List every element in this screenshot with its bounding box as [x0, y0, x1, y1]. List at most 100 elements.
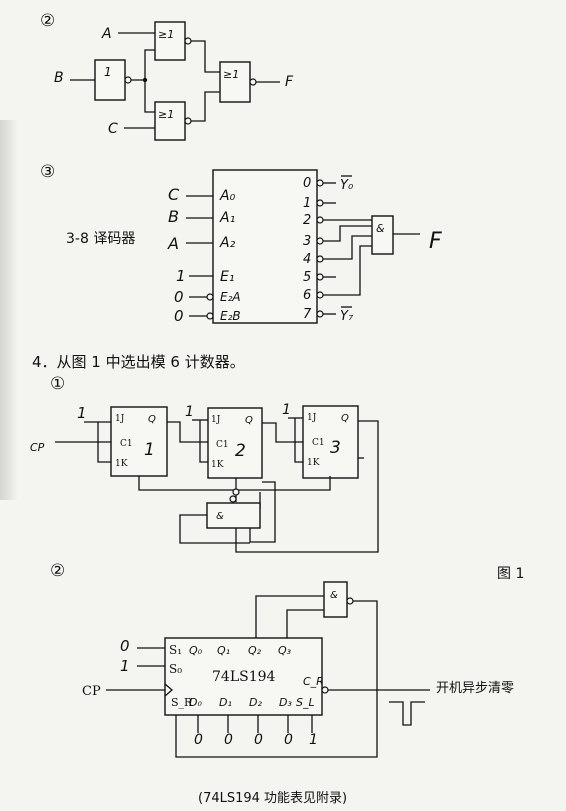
ff3-q: Q — [341, 413, 349, 424]
ff1-c: C1 — [120, 439, 133, 449]
pin-cr-label: C_R — [303, 675, 324, 688]
register-and-symbol: & — [330, 590, 338, 601]
pin-d3-label: D₃ — [279, 696, 292, 709]
decoder-output-wires — [323, 182, 420, 315]
pin-e1-label: E₁ — [220, 269, 234, 285]
ff3-one: 1 — [282, 402, 291, 418]
and-output-bubble — [346, 597, 354, 605]
out0-label: 0 — [303, 176, 311, 191]
chip-74ls194 — [164, 637, 323, 716]
and-input-bubble — [232, 488, 240, 496]
counter-and-symbol: & — [216, 511, 224, 522]
top-or-symbol: ≥1 — [158, 28, 174, 41]
decoder-output-bubbles — [316, 179, 324, 318]
ff3-number: 3 — [330, 438, 341, 458]
clear-label: 开机异步清零 — [436, 681, 514, 696]
circuit-1-counter: CP 1J C1 1K Q 1 1 1J C1 1K Q 2 1 1J C1 1… — [30, 402, 379, 553]
ff2-number: 2 — [235, 441, 246, 461]
top-or-gate — [154, 21, 186, 61]
circuit-1-number: ① — [50, 374, 65, 394]
out1-label: 1 — [303, 196, 311, 211]
input-b-label: B — [168, 207, 179, 226]
pin-d1-label: D₁ — [219, 696, 232, 709]
problem-3-decoder-circuit: ③ 3-8 译码器 C B A 1 0 0 A₀ A₁ A₂ E₁ E₂A E₂… — [40, 162, 442, 325]
pin-q3-label: Q₃ — [278, 644, 292, 657]
output-or-bubble — [249, 78, 257, 86]
decoder-and-gate — [371, 215, 394, 255]
bottom-or-symbol: ≥1 — [158, 108, 174, 121]
counter-and-gate — [206, 502, 261, 529]
s0-value: 1 — [120, 657, 130, 675]
decoder-chip — [212, 169, 318, 324]
pin-sl-label: S_L — [296, 696, 315, 709]
pin-sr-label: S_R — [171, 696, 193, 709]
input-a-label: A — [101, 26, 112, 42]
d-value-3: 0 — [284, 732, 293, 748]
ff1-j: 1J — [115, 414, 125, 424]
pin-d2-label: D₂ — [249, 696, 262, 709]
ff3-c: C1 — [312, 438, 325, 448]
input-b-label: B — [54, 70, 64, 86]
ff1-number: 1 — [144, 440, 155, 460]
figure-label: 图 1 — [497, 566, 524, 582]
flip-flop-3: 1J C1 1K Q 3 1 — [282, 402, 359, 479]
d-value-2: 0 — [254, 732, 263, 748]
pin-s1-label: S₁ — [169, 643, 182, 657]
clear-pulse — [389, 701, 425, 726]
problem-2-number: ② — [40, 11, 55, 31]
cp2-label: CP — [82, 684, 101, 699]
problem-3-number: ③ — [40, 162, 55, 182]
output-or-symbol: ≥1 — [223, 68, 239, 81]
problem-2-gate-circuit: ② A B C F 1 ≥1 ≥1 ≥1 — [40, 11, 294, 141]
ff3-j: 1J — [307, 413, 317, 423]
ff2-one: 1 — [185, 404, 194, 420]
pin-q1-label: Q₁ — [217, 644, 230, 657]
input-c-label: C — [168, 185, 180, 204]
out4-label: 4 — [303, 252, 311, 267]
pin-d0-label: D₀ — [189, 696, 202, 709]
decoder-title: 3-8 译码器 — [66, 231, 135, 247]
ff1-k: 1K — [115, 459, 128, 469]
pin-q2-label: Q₂ — [248, 644, 262, 657]
out2-label: 2 — [303, 213, 311, 228]
ff3-k: 1K — [307, 458, 320, 468]
pin-e2b-label: E₂B — [220, 309, 241, 323]
chip-name: 74LS194 — [212, 669, 276, 685]
question-4-heading: 4．从图 1 中选出模 6 计数器。 — [32, 353, 245, 371]
pin-s0-label: S₀ — [169, 662, 182, 676]
bottom-or-gate — [154, 101, 186, 141]
d-value-4: 1 — [309, 732, 318, 748]
e2a-value: 0 — [174, 288, 184, 306]
flip-flop-1: 1J C1 1K Q 1 1 — [77, 404, 168, 477]
y7-label: Y₇ — [340, 309, 354, 324]
out5-label: 5 — [303, 270, 311, 285]
e1-value: 1 — [176, 267, 186, 285]
pin-q0-label: Q₀ — [189, 644, 203, 657]
and-input-bubble-2 — [229, 495, 237, 503]
input-c-label: C — [108, 121, 118, 137]
pin-e2a-label: E₂A — [220, 290, 241, 304]
s1-value: 0 — [120, 637, 130, 655]
junction-dot — [142, 77, 148, 83]
ff2-q: Q — [245, 415, 253, 426]
circuit-2-shift-register: & 74LS194 S₁ S₀ S_R D₀ D₁ D₂ D₃ S_L Q₀ Q… — [82, 581, 514, 758]
out3-label: 3 — [303, 234, 311, 249]
circuit-2-number: ② — [50, 561, 65, 581]
register-wires — [106, 595, 430, 758]
gate-wires — [70, 32, 280, 129]
top-or-bubble — [184, 37, 192, 45]
not-gate-bubble — [124, 76, 132, 84]
ff2-k: 1K — [211, 460, 224, 470]
decoder-output-numbers: 0 1 2 3 4 5 6 7 — [303, 176, 312, 322]
out7-label: 7 — [303, 307, 312, 322]
ff2-j: 1J — [211, 415, 221, 425]
and-gate-symbol: & — [376, 222, 385, 235]
pin-a2-label: A₂ — [219, 235, 236, 251]
input-a-label: A — [167, 234, 179, 253]
e2b-bubble — [206, 312, 214, 320]
e2b-value: 0 — [174, 307, 184, 325]
cr-bubble — [321, 686, 329, 694]
ff1-one: 1 — [77, 404, 87, 422]
